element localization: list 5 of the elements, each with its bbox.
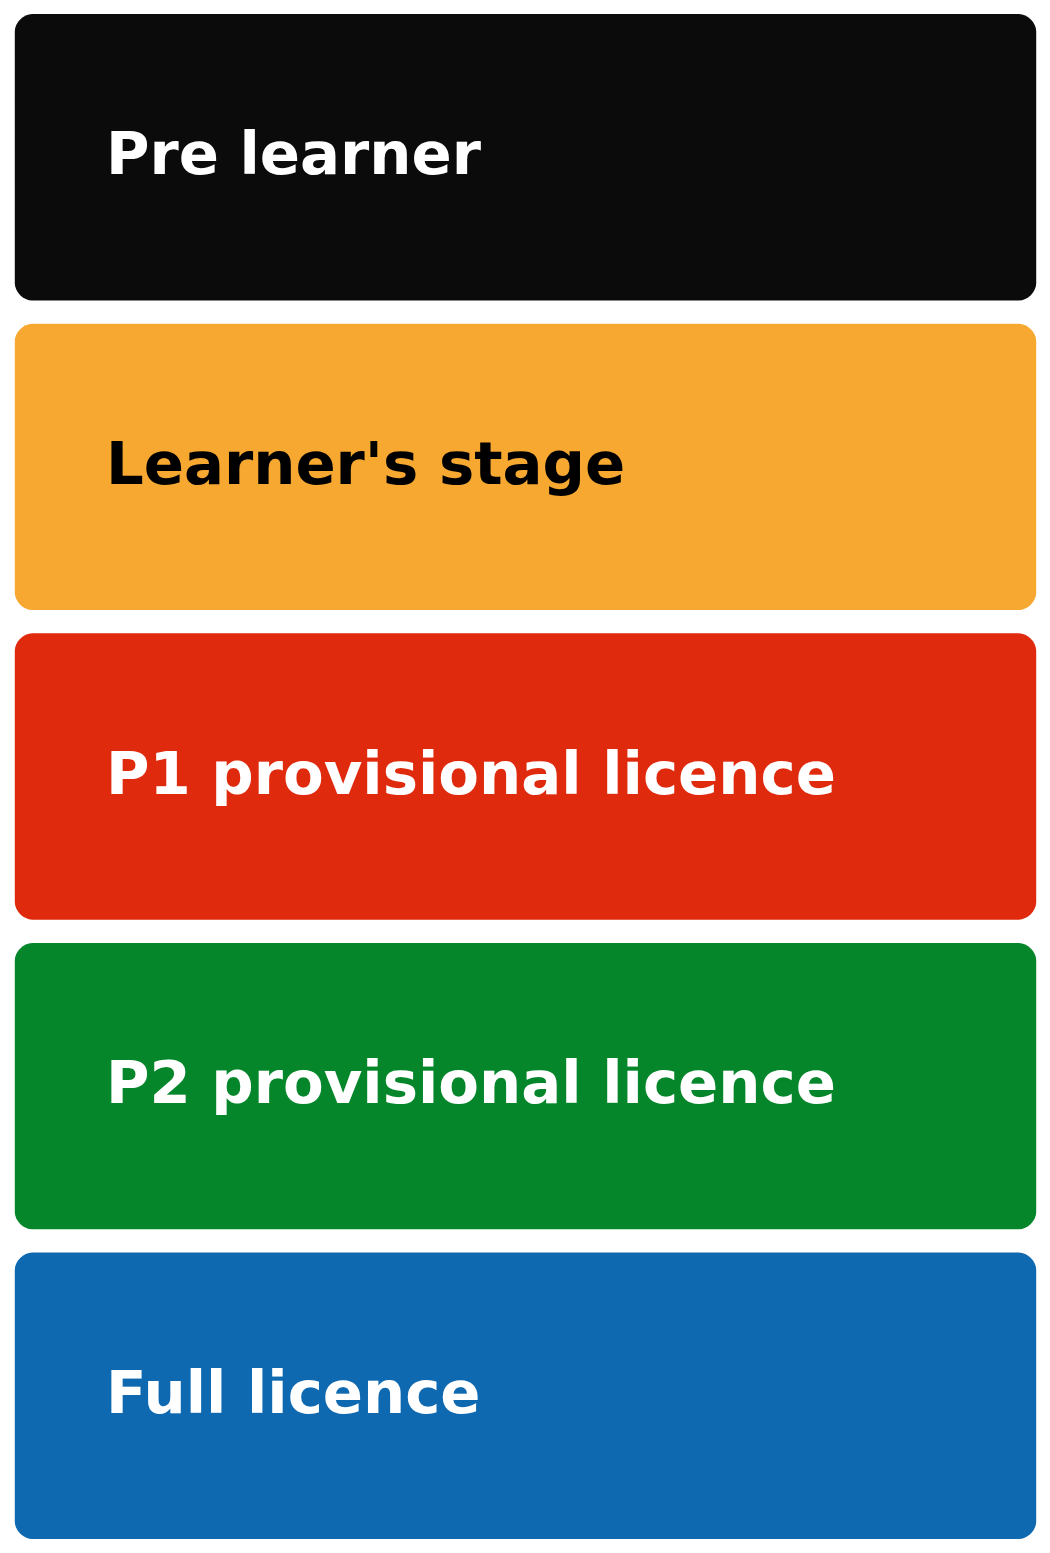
node-box: Full licence [14,1252,1036,1539]
node-box: Learner's stage [14,323,1036,611]
node-box: Pre learner [14,14,1036,301]
node-box: P2 provisional licence [14,942,1036,1230]
node-box: P1 provisional licence [14,633,1036,920]
